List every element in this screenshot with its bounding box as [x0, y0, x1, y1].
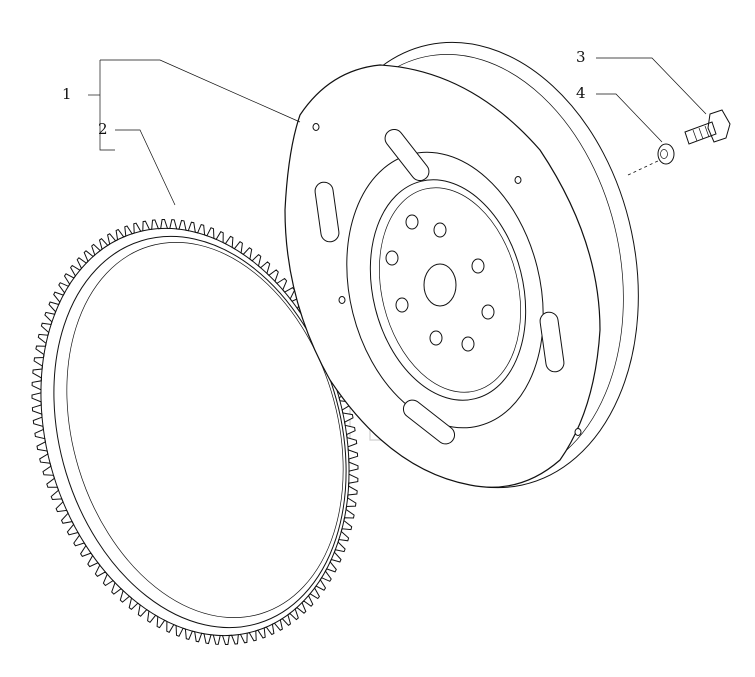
bolt-hole: [395, 297, 409, 313]
bolt-thread: [692, 125, 710, 142]
flywheel-slot: [384, 128, 430, 182]
bolt-hole: [433, 222, 447, 238]
leader-1: [100, 59, 301, 123]
bolt: [684, 109, 731, 145]
flywheel-slot: [402, 399, 456, 445]
leader-lines: [88, 57, 707, 206]
flywheel-slot: [539, 311, 565, 373]
dowel-hole: [312, 123, 320, 131]
callout-1: 1: [62, 85, 72, 103]
ring-gear: [31, 219, 359, 645]
bracket-1: [99, 60, 115, 151]
leader-2: [115, 129, 176, 206]
bolt-hole: [405, 214, 419, 230]
assembly-axis: [627, 159, 661, 176]
callout-2: 2: [98, 120, 108, 138]
leader-3: [596, 57, 707, 115]
flywheel: [284, 41, 639, 489]
flywheel-center-bore: [423, 263, 457, 307]
leader-4: [596, 93, 663, 143]
bolt-hole: [385, 250, 399, 266]
bolt-shank: [684, 121, 717, 145]
bolt-hole: [429, 330, 443, 346]
dowel-hole: [338, 296, 346, 304]
washer-inner: [660, 149, 668, 159]
bolt-hole: [481, 304, 495, 320]
ring-gear-bore: [66, 242, 344, 618]
callout-4: 4: [576, 84, 586, 102]
washer: [657, 143, 675, 165]
washer-outer: [657, 143, 675, 165]
bolt-hole: [471, 258, 485, 274]
bolt-head: [707, 109, 731, 143]
flywheel-slot: [314, 181, 340, 243]
bolt-hole: [461, 336, 475, 352]
flywheel-hub-inner: [379, 187, 521, 393]
callout-3: 3: [576, 48, 586, 66]
dowel-hole: [514, 176, 522, 184]
dowel-hole: [574, 428, 582, 436]
ring-gear-inner-edge: [53, 235, 347, 629]
flywheel-hub-outer: [369, 179, 527, 401]
